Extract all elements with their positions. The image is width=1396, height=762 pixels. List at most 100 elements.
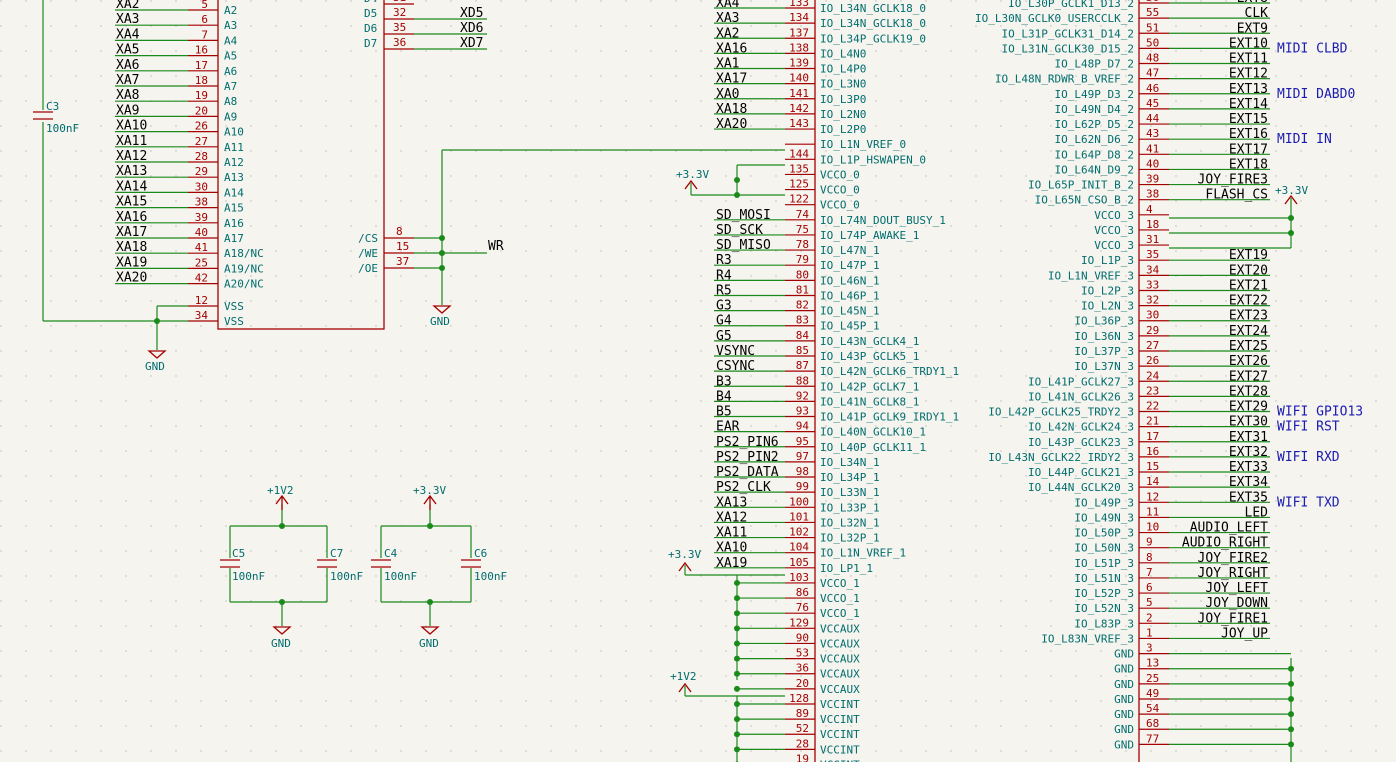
capacitor-c5[interactable]: C5 100nF (220, 547, 265, 583)
capacitor-c4[interactable]: C4 100nF (371, 547, 417, 583)
sram-data-pin[interactable]: D431 (364, 0, 414, 5)
fpga-right-pin[interactable]: IO_L30P_GCLK1_D13_256EXT8 (1008, 0, 1270, 10)
fpga-left-pin[interactable]: IO_L1N_VREF_0 (785, 138, 906, 151)
fpga-left-pin[interactable]: 19VCCINT (737, 753, 860, 762)
sram-control-pin[interactable]: /CS8 (358, 225, 414, 245)
